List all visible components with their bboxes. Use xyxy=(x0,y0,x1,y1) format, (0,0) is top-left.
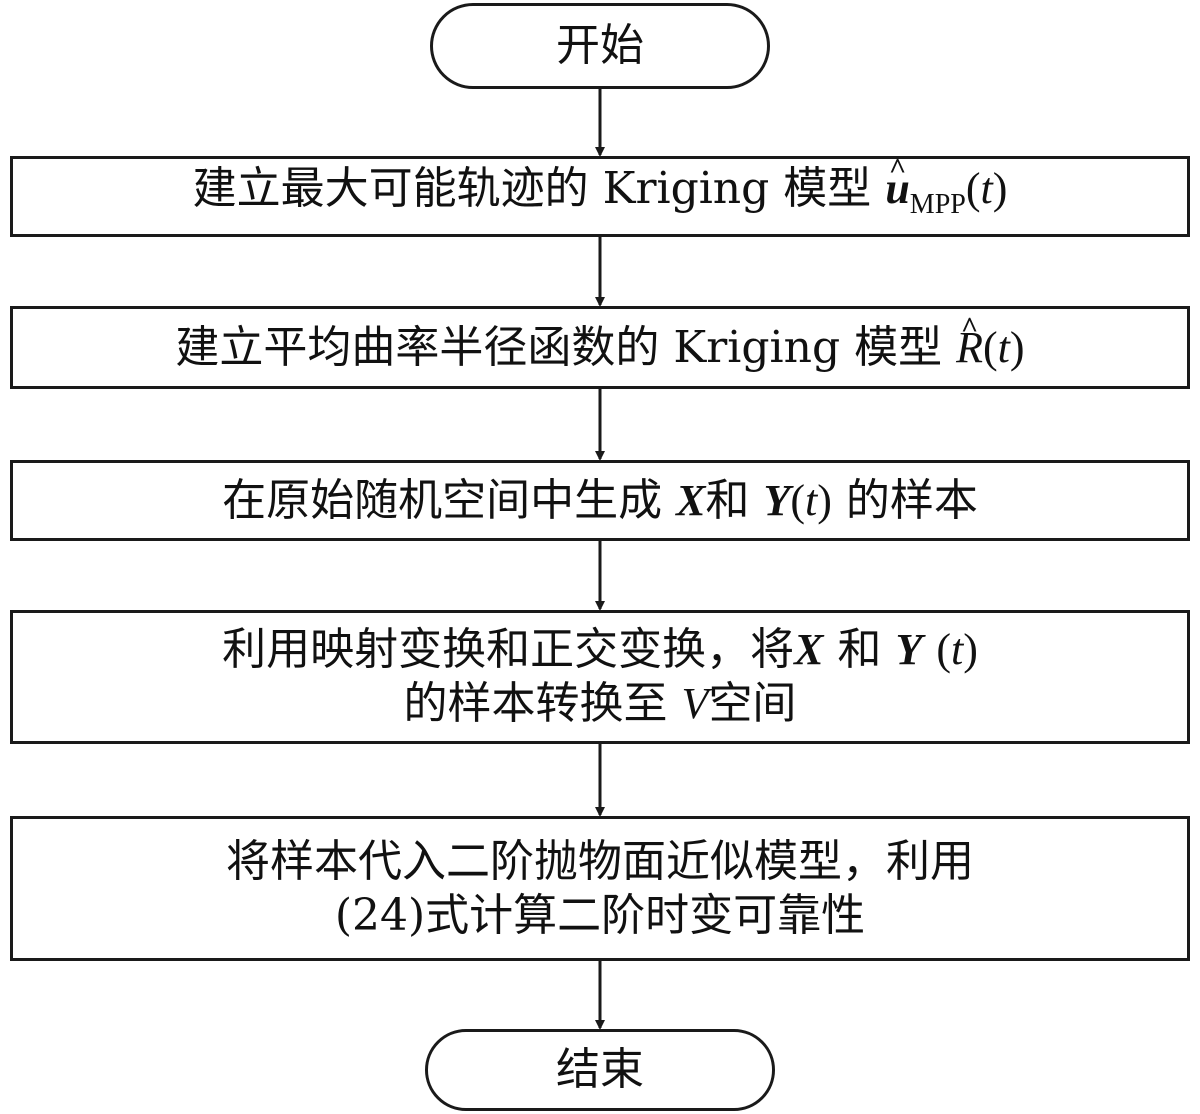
step1-symbol: u xyxy=(885,162,909,216)
step-transform-samples: 利用映射变换和正交变换，将X 和 Y (t) 的样本转换至 V空间 xyxy=(10,610,1190,744)
step2-arg-open: ( xyxy=(983,322,998,372)
step1-line: 建立最大可能轨迹的 Kriging 模型 uMPP(t) xyxy=(193,162,1008,232)
step2-text: 建立平均曲率半径函数的 Kriging 模型 xyxy=(175,321,943,373)
start-label: 开始 xyxy=(556,20,644,71)
step3-conj: 和 xyxy=(705,474,750,526)
step4-conj: 和 xyxy=(823,624,896,675)
step-build-curvature-kriging-model: 建立平均曲率半径函数的 Kriging 模型 R(t) xyxy=(10,306,1190,389)
step-build-mpp-kriging-model: 建立最大可能轨迹的 Kriging 模型 uMPP(t) xyxy=(10,156,1190,237)
step4-arg-close: ) xyxy=(963,625,978,674)
step3-arg: t xyxy=(805,475,818,525)
step3-arg-close: ) xyxy=(817,475,832,525)
step-compute-reliability: 将样本代入二阶抛物面近似模型，利用 (24)式计算二阶时变可靠性 xyxy=(10,816,1190,961)
step5-line-1: 将样本代入二阶抛物面近似模型，利用 xyxy=(226,835,974,887)
end-node: 结束 xyxy=(425,1029,775,1111)
step2-symbol: R xyxy=(956,321,983,375)
step4-var-v: V xyxy=(681,679,709,728)
step4-line2-text: 的样本转换至 xyxy=(403,678,668,729)
step4-arg-open: ( xyxy=(936,625,951,674)
step3-text-b: 的样本 xyxy=(845,474,978,526)
step-generate-samples: 在原始随机空间中生成 X和 Y(t) 的样本 xyxy=(10,460,1190,541)
step3-line: 在原始随机空间中生成 X和 Y(t) 的样本 xyxy=(222,474,978,528)
step3-var-x: X xyxy=(676,475,706,525)
step1-arg-close: ) xyxy=(992,163,1008,213)
start-node: 开始 xyxy=(430,3,770,89)
step4-var-x: X xyxy=(794,625,824,674)
step3-var-y: Y xyxy=(763,475,791,525)
step3-text-a: 在原始随机空间中生成 xyxy=(222,474,663,526)
step2-arg: t xyxy=(997,322,1010,372)
step4-line-1: 利用映射变换和正交变换，将X 和 Y (t) xyxy=(222,623,978,677)
step3-arg-open: ( xyxy=(790,475,805,525)
step1-arg: t xyxy=(980,163,993,213)
step4-var-y: Y xyxy=(895,625,923,674)
step1-arg-open: ( xyxy=(965,163,981,213)
step1-text: 建立最大可能轨迹的 Kriging 模型 xyxy=(192,162,872,214)
step2-line: 建立平均曲率半径函数的 Kriging 模型 R(t) xyxy=(175,321,1024,375)
step1-subscript: MPP xyxy=(909,188,966,220)
step1-formula: uMPP(t) xyxy=(885,162,1008,220)
step5-line-2: (24)式计算二阶时变可靠性 xyxy=(334,889,866,941)
step2-arg-close: ) xyxy=(1009,322,1025,372)
step4-line1-text: 利用映射变换和正交变换，将 xyxy=(222,624,795,675)
step4-arg: t xyxy=(951,625,964,674)
end-label: 结束 xyxy=(556,1044,644,1095)
step4-line2-end: 空间 xyxy=(708,678,797,729)
step4-line-2: 的样本转换至 V空间 xyxy=(404,677,797,731)
step2-formula: R(t) xyxy=(956,323,1024,372)
